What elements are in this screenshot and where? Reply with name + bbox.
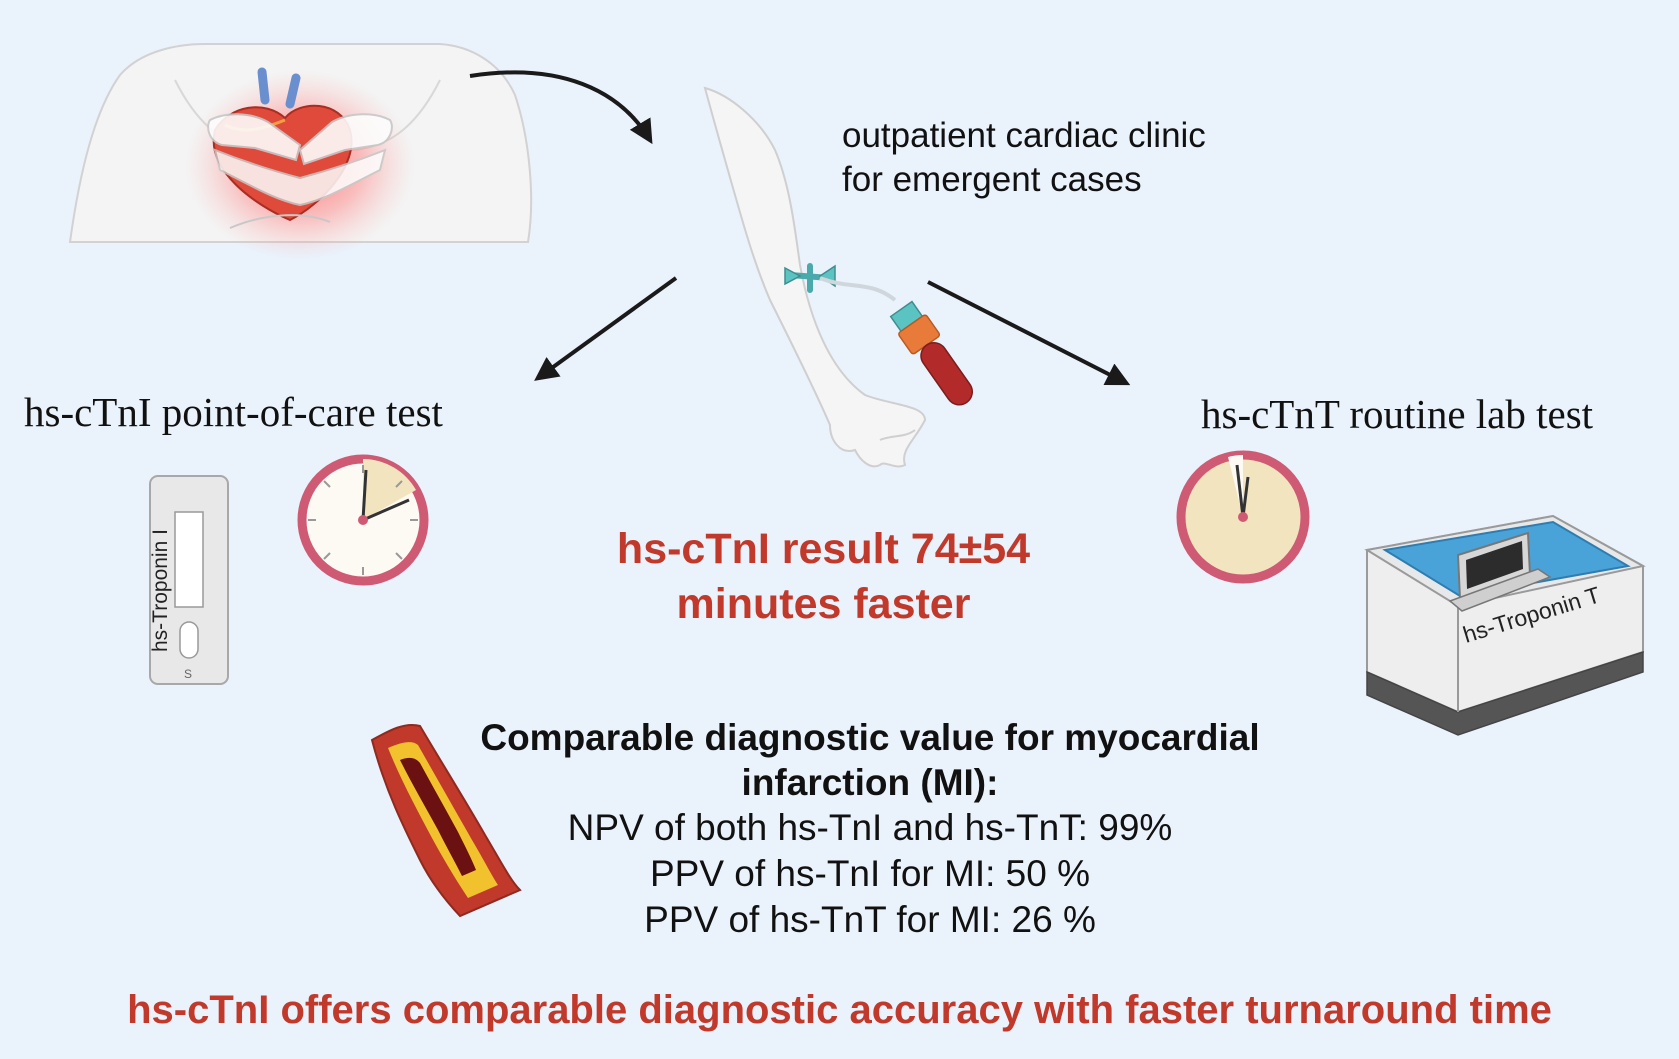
ppv-tnt-line: PPV of hs-TnT for MI: 26 % xyxy=(644,899,1096,940)
flow-arrow-icon xyxy=(469,70,1131,386)
stopwatch-icon xyxy=(297,454,429,586)
clinic-label: outpatient cardiac clinic for emergent c… xyxy=(842,114,1206,202)
conclusion: hs-cTnI offers comparable diagnostic acc… xyxy=(127,988,1552,1032)
clinic-line-1: outpatient cardiac clinic xyxy=(842,116,1206,155)
troponin-cassette-icon: hs-Troponin I S xyxy=(149,475,229,685)
sample-mark: S xyxy=(184,667,192,681)
faster-result-callout: hs-cTnI result 74±54 minutes faster xyxy=(555,522,1092,632)
cassette-label: hs-Troponin I xyxy=(149,529,172,652)
lab-analyzer-icon: hs-Troponin T xyxy=(1364,514,1646,736)
faster-line-1: hs-cTnI result 74±54 xyxy=(616,525,1031,573)
npv-line: NPV of both hs-TnI and hs-TnT: 99% xyxy=(567,807,1173,848)
lab-test-title: hs-cTnT routine lab test xyxy=(1201,391,1594,437)
poc-test-title: hs-cTnI point-of-care test xyxy=(24,389,443,435)
artery-plaque-icon xyxy=(370,724,522,918)
faster-line-2: minutes faster xyxy=(676,580,971,628)
arm-blood-draw-icon xyxy=(703,86,974,468)
findings-heading-1: Comparable diagnostic value for myocardi… xyxy=(480,717,1260,758)
chest-pain-icon xyxy=(68,43,533,260)
stopwatch-icon xyxy=(1176,450,1310,584)
ppv-tni-line: PPV of hs-TnI for MI: 50 % xyxy=(649,853,1091,894)
clinic-line-2: for emergent cases xyxy=(842,160,1142,199)
findings-heading-2: infarction (MI): xyxy=(741,762,999,803)
diagnostic-findings: Comparable diagnostic value for myocardi… xyxy=(440,715,1300,943)
